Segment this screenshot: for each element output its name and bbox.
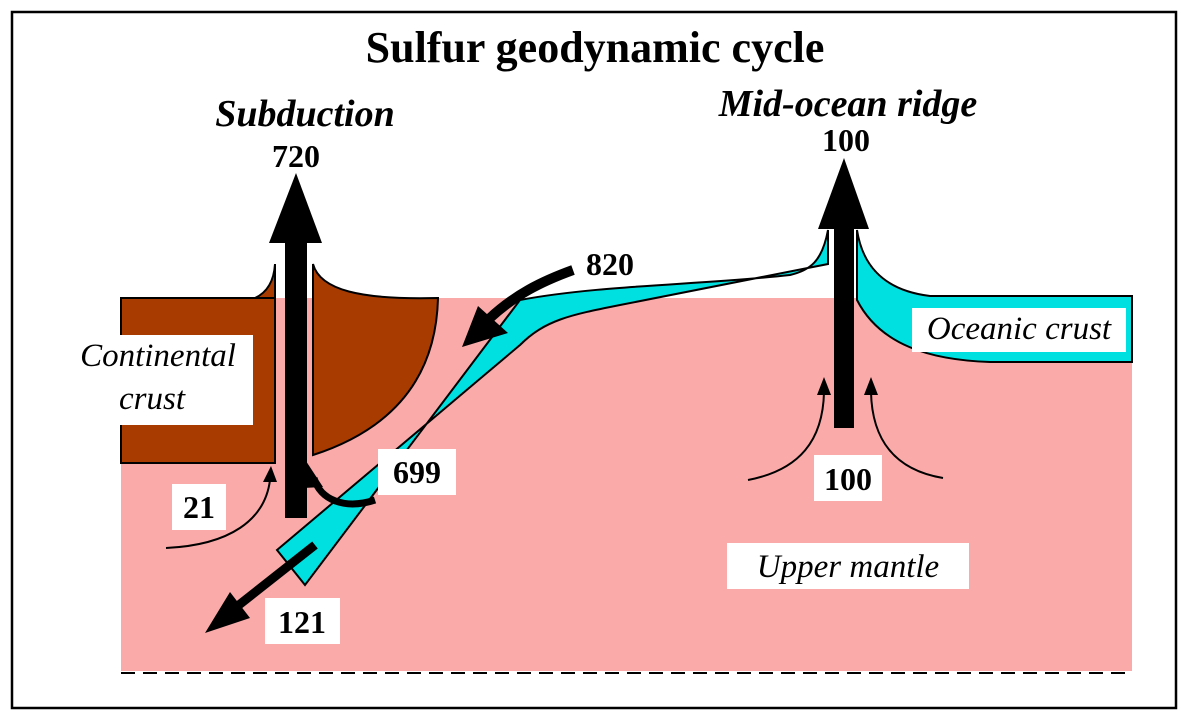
mantle-to-arc-arrow [165,479,271,549]
flux-deep-recycling: 121 [278,604,326,640]
deep-recycling-arrow-shaft [227,541,318,616]
flux-820-box [576,243,644,283]
flux-21-box [172,484,226,530]
slab-release-arrow-head [303,458,323,488]
continental-label-box [63,335,253,425]
arc-arrow-head [269,173,322,243]
mantle-to-ridge-arrow-right [870,391,944,479]
mantle-to-arc-arrow-head [263,466,277,482]
oceanic-crust-slab [275,229,829,587]
flux-slab-input: 820 [586,246,634,282]
flux-slab-release: 699 [393,454,441,490]
subduction-heading: Subduction [215,93,395,135]
oceanic-label-box [912,308,1126,352]
flux-mantle-to-ridge: 100 [824,461,872,497]
mantle-to-ridge-arrow-left [747,391,825,481]
continental-label-line2: crust [119,381,186,417]
ridge-heading: Mid-ocean ridge [718,83,978,125]
flux-121-box [265,598,340,644]
diagram-title: Sulfur geodynamic cycle [366,23,825,72]
oceanic-label: Oceanic crust [927,311,1112,347]
deep-recycling-arrow-head [205,592,250,633]
ridge-arrow-shaft [834,225,854,428]
continental-crust-right [312,263,440,457]
flux-100-mantle-box [814,455,882,501]
continental-crust-left-cusp [254,263,276,299]
mantle-to-ridge-arrow-right-head [864,377,878,395]
flux-arc-output: 720 [272,138,320,174]
mantle-label: Upper mantle [757,549,939,585]
flux-ridge-output: 100 [822,122,870,158]
flux-699-box [378,449,456,495]
slab-input-arrow-shaft [486,265,575,322]
continental-label-line1: Continental [80,338,236,374]
arc-arrow-shaft [285,240,307,518]
flux-mantle-to-arc: 21 [183,489,215,525]
mantle-to-ridge-arrow-left-head [817,377,831,395]
ridge-arrow-head [818,158,869,229]
mantle-label-box [727,543,969,589]
slab-input-arrow-head [462,306,508,347]
